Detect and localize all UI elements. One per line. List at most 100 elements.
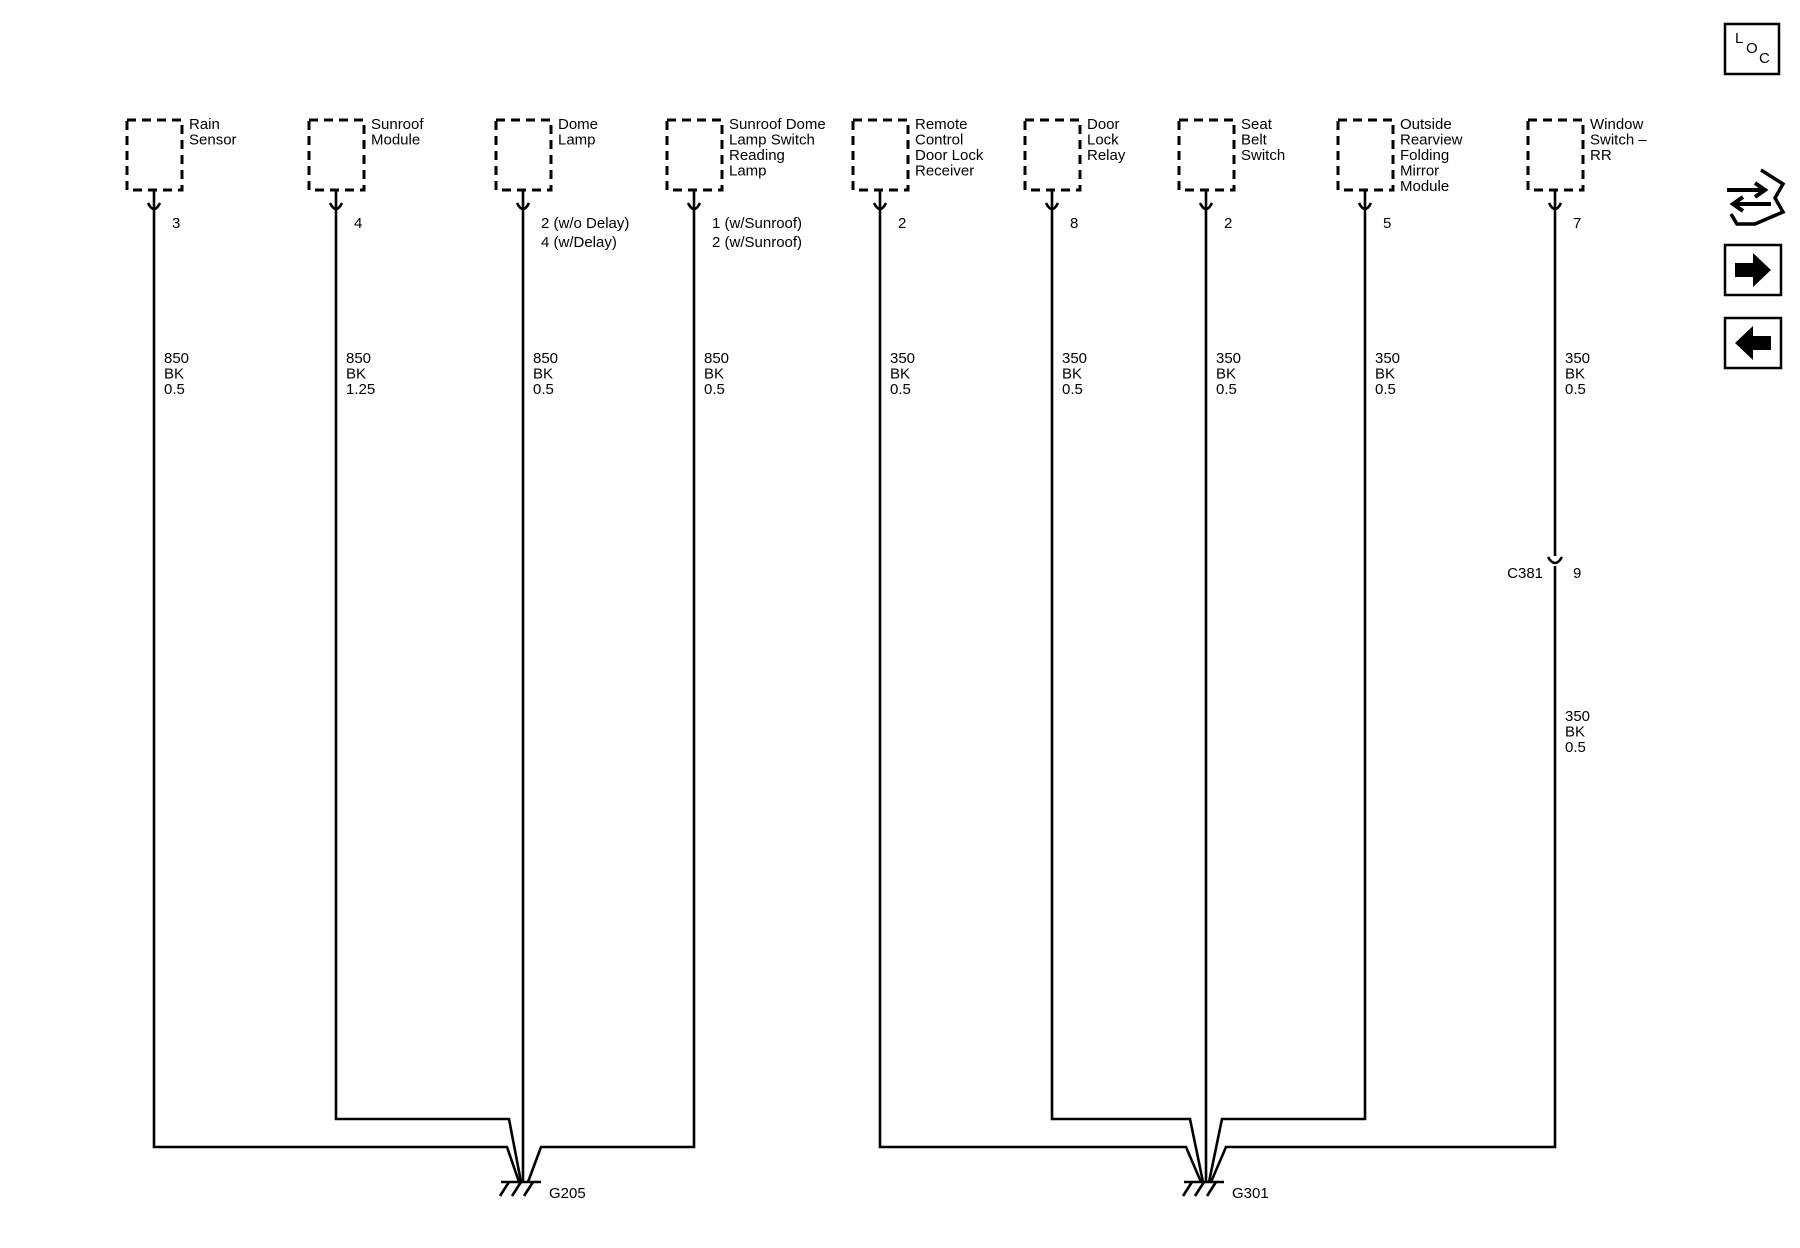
- wire-spec: BK: [1565, 724, 1585, 741]
- component-label: Module: [371, 132, 420, 149]
- next-arrow-glyph: [1735, 253, 1771, 287]
- pin-number: 2 (w/o Delay): [541, 215, 629, 232]
- component-box: [307, 118, 366, 192]
- wire-sunroof-module: [334, 212, 523, 1183]
- inline-connector-pin: 9: [1573, 565, 1581, 582]
- wire-spec: BK: [1062, 366, 1082, 383]
- wire-spec: 0.5: [704, 381, 725, 398]
- pin-number: 2: [898, 215, 906, 232]
- component-label: Rearview: [1400, 132, 1463, 149]
- pin-number: 5: [1383, 215, 1391, 232]
- loc-icon[interactable]: LOC: [1723, 22, 1781, 76]
- component-box: [1177, 118, 1236, 192]
- side-icons: LOC: [1723, 22, 1786, 370]
- component-label: Lock: [1087, 132, 1119, 149]
- component-label: Lamp: [558, 132, 596, 149]
- grounds-layer: G205 G301: [498, 1180, 1269, 1202]
- component-label: Folding: [1400, 147, 1449, 164]
- inline-connector-symbol: [1546, 556, 1564, 565]
- loc-letter: C: [1759, 50, 1770, 67]
- component-label: RR: [1590, 147, 1612, 164]
- wire-spec: 850: [704, 350, 729, 367]
- wire-spec: BK: [1375, 366, 1395, 383]
- component-label: Mirror: [1400, 163, 1439, 180]
- component-label: Outside: [1400, 116, 1452, 133]
- wire-spec: 0.5: [1062, 381, 1083, 398]
- component-label: Sunroof: [371, 116, 424, 133]
- component-label: Receiver: [915, 163, 974, 180]
- component-label: Dome: [558, 116, 598, 133]
- wire-spec: 850: [533, 350, 558, 367]
- pin-number: 4 (w/Delay): [541, 234, 617, 251]
- wire-spec: 0.5: [533, 381, 554, 398]
- wire-window-switch-lower: [1209, 566, 1557, 1183]
- component-label: Lamp: [729, 163, 767, 180]
- inline-connector-name: C381: [1507, 565, 1543, 582]
- component-label: Window: [1590, 116, 1644, 133]
- pin-number: 8: [1070, 215, 1078, 232]
- components-layer: RainSensor3850BK0.5SunroofModule4850BK1.…: [125, 116, 1647, 398]
- ground-hatch: [1205, 1181, 1218, 1197]
- component-label: Relay: [1087, 147, 1126, 164]
- previous-arrow-icon[interactable]: [1723, 316, 1783, 370]
- pin-number: 4: [354, 215, 362, 232]
- wire-spec: 0.5: [1565, 739, 1586, 756]
- wire-spec: BK: [164, 366, 184, 383]
- component-label: Rain: [189, 116, 220, 133]
- component-label: Switch –: [1590, 132, 1647, 149]
- ground-hatch: [498, 1181, 511, 1197]
- wire-spec: 350: [1216, 350, 1241, 367]
- wire-spec: 0.5: [1565, 381, 1586, 398]
- wire-spec: 0.5: [890, 381, 911, 398]
- pin-number: 2: [1224, 215, 1232, 232]
- loc-letter: L: [1735, 30, 1743, 47]
- component-box: [1526, 118, 1585, 192]
- component-label: Remote: [915, 116, 968, 133]
- wire-spec: 350: [1062, 350, 1087, 367]
- component-box: [1336, 118, 1395, 192]
- wire-spec: BK: [704, 366, 724, 383]
- harness-plug: [1729, 168, 1786, 226]
- wire-folding-mirror-module: [1207, 212, 1367, 1183]
- ground-hatch: [1193, 1181, 1206, 1197]
- next-arrow-icon[interactable]: [1723, 243, 1783, 297]
- component-label: Belt: [1241, 132, 1268, 149]
- wire-spec: BK: [1565, 366, 1585, 383]
- ground-label: G301: [1232, 1185, 1269, 1202]
- wire-spec: BK: [346, 366, 366, 383]
- ground-hatch: [510, 1181, 523, 1197]
- component-box: [494, 118, 553, 192]
- wire-spec: BK: [533, 366, 553, 383]
- pin-number: 7: [1573, 215, 1581, 232]
- component-label: Reading: [729, 147, 785, 164]
- component-label: Control: [915, 132, 963, 149]
- ground-g301: G301: [1181, 1180, 1269, 1202]
- wire-spec: BK: [890, 366, 910, 383]
- ground-g205: G205: [498, 1180, 586, 1202]
- harness-connector-icon[interactable]: [1727, 168, 1786, 226]
- wire-spec: 850: [164, 350, 189, 367]
- pin-number: 1 (w/Sunroof): [712, 215, 802, 232]
- ground-hatch: [522, 1181, 535, 1197]
- component-label: Module: [1400, 178, 1449, 195]
- wire-spec: 850: [346, 350, 371, 367]
- wire-spec: 350: [1565, 350, 1590, 367]
- wire-spec: BK: [1216, 366, 1236, 383]
- component-label: Seat: [1241, 116, 1273, 133]
- component-box: [851, 118, 910, 192]
- component-box: [1023, 118, 1082, 192]
- wire-rain-sensor: [152, 212, 521, 1183]
- ground-hatch: [1181, 1181, 1194, 1197]
- wire-spec: 1.25: [346, 381, 375, 398]
- pin-number: 2 (w/Sunroof): [712, 234, 802, 251]
- wire-spec: 0.5: [1375, 381, 1396, 398]
